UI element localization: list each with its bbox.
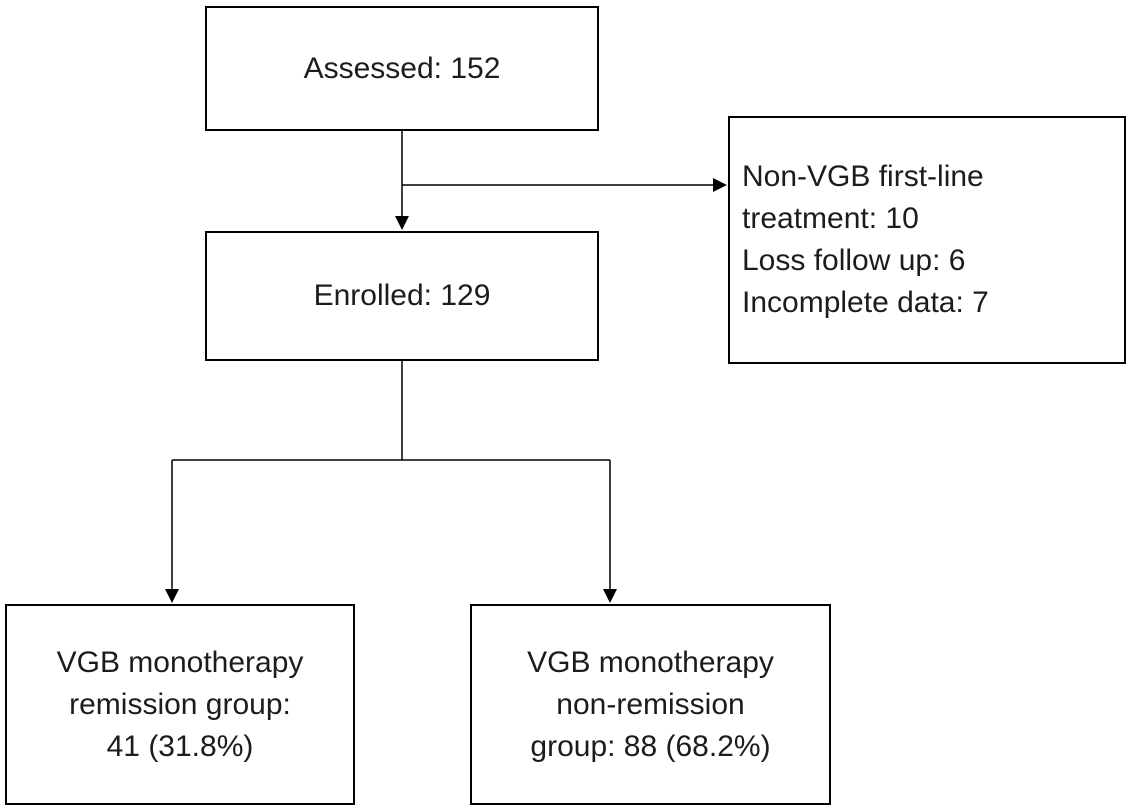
arrow-down-icon <box>165 589 179 603</box>
node-excluded-label: Non-VGB first-line treatment: 10 Loss fo… <box>742 160 989 319</box>
node-assessed: Assessed: 152 <box>205 6 599 131</box>
node-non-remission-group: VGB monotherapy non-remission group: 88 … <box>470 604 831 805</box>
node-remission-group-label: VGB monotherapy remission group: 41 (31.… <box>56 645 304 763</box>
node-enrolled: Enrolled: 129 <box>205 231 599 361</box>
node-remission-group: VGB monotherapy remission group: 41 (31.… <box>5 604 355 805</box>
arrow-right-icon <box>713 178 727 192</box>
node-excluded: Non-VGB first-line treatment: 10 Loss fo… <box>728 116 1126 364</box>
arrow-down-icon <box>603 589 617 603</box>
node-enrolled-label: Enrolled: 129 <box>313 279 491 312</box>
node-assessed-label: Assessed: 152 <box>303 51 501 85</box>
node-non-remission-group-label: VGB monotherapy non-remission group: 88 … <box>527 645 774 763</box>
arrow-down-icon <box>395 216 409 230</box>
